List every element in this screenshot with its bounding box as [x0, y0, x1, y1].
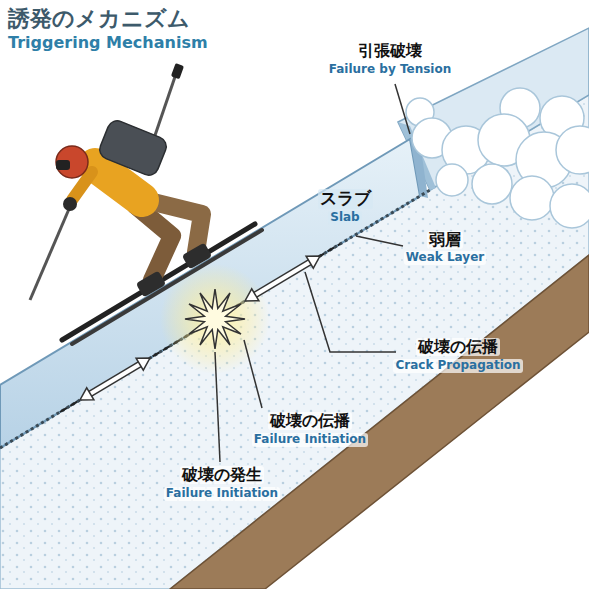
callout-label: Failure Initiation: [164, 487, 280, 501]
snow-texture: [0, 95, 589, 589]
leader-lines: [215, 84, 410, 462]
powder-debris: [406, 88, 589, 228]
diagram-subtitle: Triggering Mechanism: [6, 34, 210, 52]
diagram-title: 誘発のメカニズム: [6, 6, 192, 31]
failure-starburst: [185, 289, 245, 349]
propagation-arrow: [80, 358, 150, 400]
powder-puff: [550, 184, 589, 228]
arrow-head: [136, 358, 150, 370]
callout-label: Slab: [328, 211, 361, 225]
leader-line: [395, 84, 410, 134]
callout-label: 破壊の伝播: [268, 412, 352, 430]
arrow-shaft: [255, 262, 309, 295]
callout-label: Failure Initiation: [252, 433, 368, 447]
ski-pole: [30, 202, 72, 300]
leader-line: [215, 352, 220, 462]
glove: [63, 197, 77, 211]
powder-puff: [510, 176, 554, 220]
arrow-shaft: [255, 262, 309, 295]
callout-label: Failure by Tension: [327, 63, 454, 77]
slab: [0, 139, 420, 448]
leader-line: [356, 236, 403, 246]
ski: [62, 224, 255, 340]
arrow-head: [306, 256, 320, 268]
weak-layer: [0, 190, 430, 448]
leader-line: [305, 272, 396, 352]
callout-label: 破壊の発生: [180, 466, 264, 484]
callout-label: 弱層: [427, 231, 463, 249]
boot: [182, 243, 213, 270]
callout-label: Weak Layer: [404, 251, 486, 265]
propagation-arrow: [245, 256, 320, 301]
backpack: [97, 118, 169, 178]
boot: [136, 271, 167, 298]
arrow-shaft: [90, 364, 139, 394]
callout-label: Crack Propagation: [393, 359, 522, 373]
callout-label: 引張破壊: [356, 42, 424, 60]
leader-line: [244, 340, 262, 408]
callout-label: 破壊の伝播: [416, 338, 500, 356]
skier: [30, 63, 262, 344]
callout-label: スラブ: [318, 189, 373, 209]
pole-grip: [171, 63, 184, 79]
arrow-head: [80, 388, 94, 400]
arrow-head: [245, 289, 259, 301]
arrow-shaft: [90, 364, 139, 394]
powder-puff: [436, 164, 468, 196]
goggles: [56, 160, 70, 170]
powder-puff: [556, 126, 589, 174]
lower-snowpack: [0, 95, 589, 589]
powder-puff: [472, 164, 512, 204]
helmet: [56, 146, 88, 178]
